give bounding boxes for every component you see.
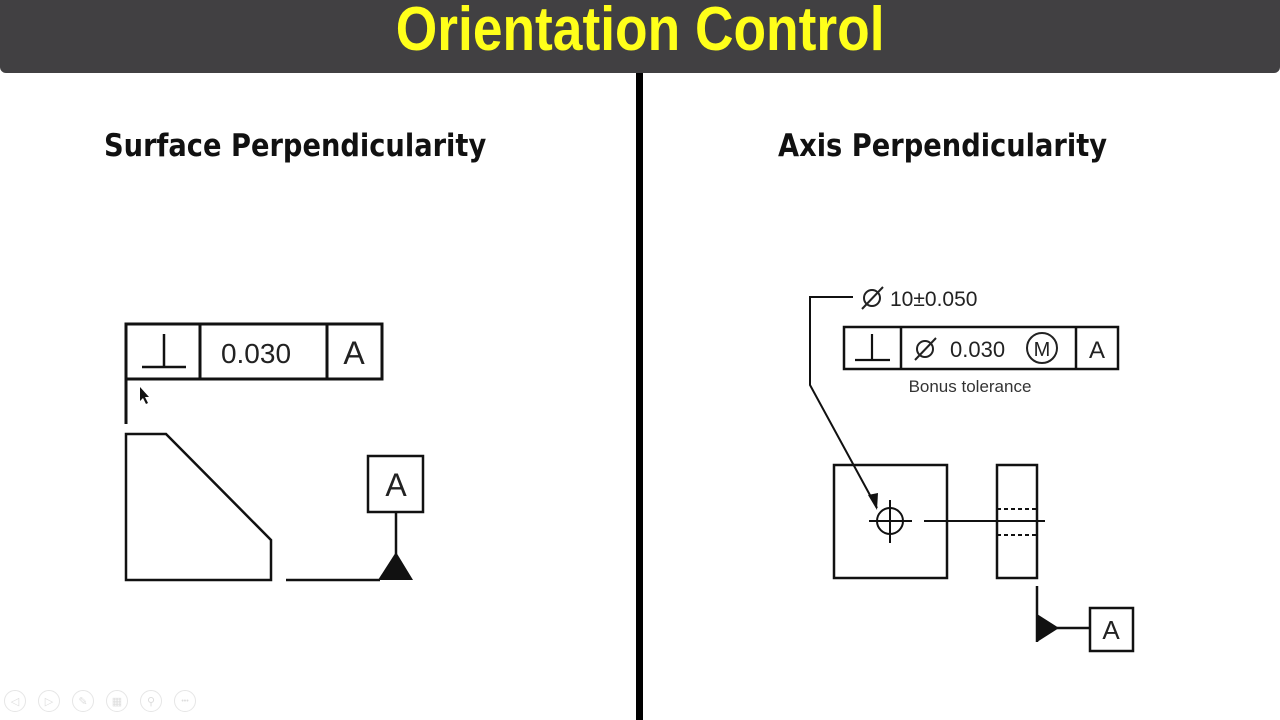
zoom-button[interactable]: ⚲: [140, 690, 162, 712]
tolerance-value: 0.030: [221, 338, 291, 369]
title-bar: Orientation Control: [0, 0, 1280, 73]
diameter-symbol-icon: [914, 337, 937, 361]
slideshow-controls: ◁ ▷ ✎ ▦ ⚲ •••: [4, 690, 196, 712]
feature-control-frame: [842, 325, 1120, 371]
datum-triangle-icon: [1037, 614, 1059, 642]
next-slide-button[interactable]: ▷: [38, 690, 60, 712]
tolerance-value: 0.030: [950, 337, 1005, 362]
left-panel-title: Surface Perpendicularity: [104, 128, 487, 164]
mmc-modifier: M: [1034, 339, 1051, 361]
hole-center-icon: [869, 500, 912, 543]
datum-reference: A: [1089, 337, 1105, 364]
diameter-symbol-icon: [861, 286, 884, 310]
previous-slide-button[interactable]: ◁: [4, 690, 26, 712]
datum-label: A: [1102, 615, 1120, 645]
part-side-view: [995, 463, 1039, 580]
pen-tool-button[interactable]: ✎: [72, 690, 94, 712]
arrowhead-icon: [868, 493, 878, 510]
callout-leader: [809, 296, 878, 509]
datum-label: A: [385, 467, 407, 503]
panel-divider: [636, 73, 643, 720]
perpendicularity-symbol-icon: [142, 334, 186, 369]
datum-triangle-icon: [378, 552, 413, 580]
surface-perpendicularity-drawing: 0.030 A A: [124, 322, 425, 582]
slide-sorter-button[interactable]: ▦: [106, 690, 128, 712]
part-outline: [124, 432, 273, 582]
perpendicularity-symbol-icon: [855, 334, 890, 362]
mouse-cursor-icon: [140, 387, 149, 404]
mmc-modifier-icon: [1026, 332, 1058, 364]
axis-perpendicularity-drawing: 10±0.050 0.030 M A Bonus tolerance A: [809, 286, 1135, 653]
datum-reference: A: [343, 335, 365, 371]
slide-title: Orientation Control: [395, 0, 885, 64]
more-options-button[interactable]: •••: [174, 690, 196, 712]
feature-control-frame: [124, 322, 384, 381]
bonus-tolerance-label: Bonus tolerance: [909, 377, 1032, 396]
size-callout: 10±0.050: [890, 288, 977, 311]
datum-box: [366, 454, 425, 514]
right-panel-title: Axis Perpendicularity: [778, 128, 1108, 164]
datum-box: [1088, 606, 1135, 653]
